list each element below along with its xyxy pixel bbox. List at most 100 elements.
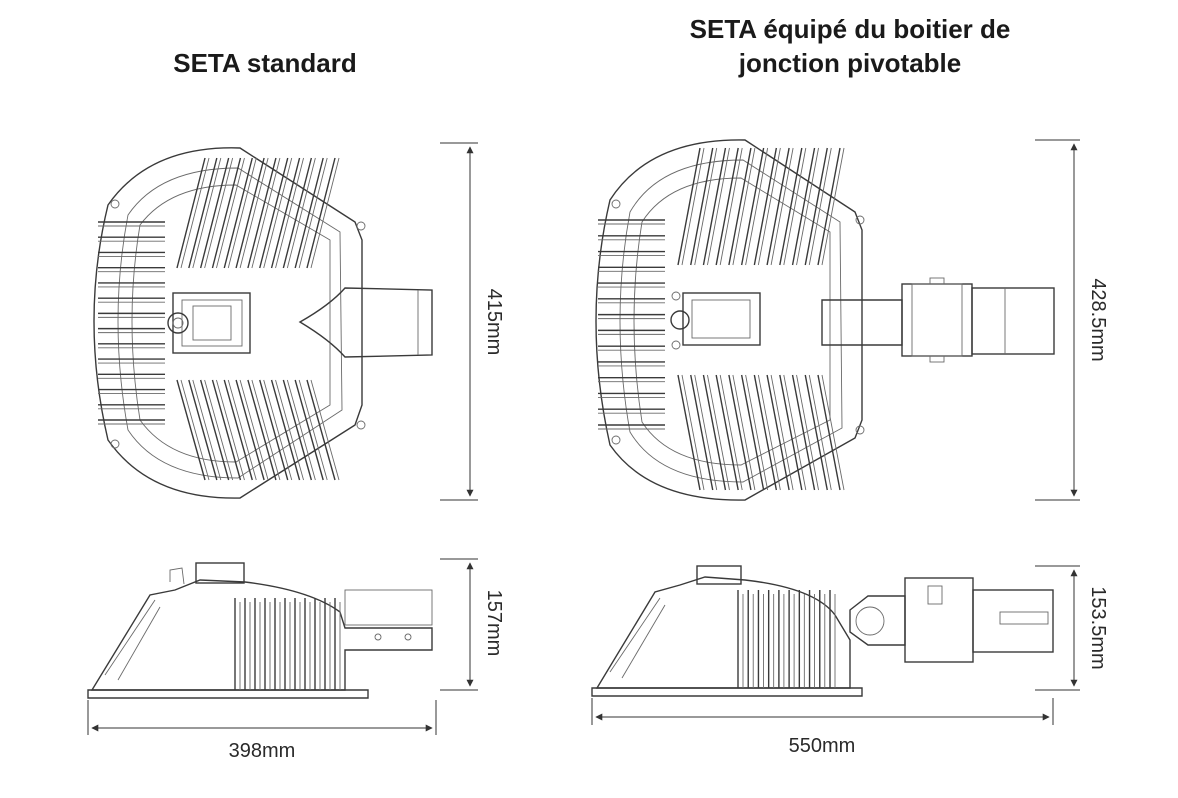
fin-blade: [728, 374, 752, 491]
fin-blade-edge: [310, 379, 340, 481]
fin-blade-edge: [745, 147, 769, 266]
fin-blade-edge: [694, 147, 718, 266]
heatsink-fins-left-pivot: [598, 219, 665, 430]
fin-blade-edge: [707, 374, 730, 491]
fin-blade: [728, 147, 752, 266]
luminaire-top-view-standard: [93, 147, 433, 499]
fin-blade: [740, 374, 765, 491]
title-seta-standard: SETA standard: [173, 48, 357, 78]
fin-blade-edge: [298, 379, 328, 481]
label-428-5mm: 428.5mm: [1087, 278, 1109, 361]
fin-blade: [306, 157, 336, 269]
fin-blade: [766, 374, 790, 491]
fin-blade-edge: [732, 147, 756, 266]
fin-blade-edge: [821, 147, 845, 266]
fin-blade: [804, 147, 828, 266]
fin-blade-edge: [180, 157, 210, 269]
fin-blade: [259, 379, 289, 481]
fin-blade-edge: [286, 379, 316, 481]
luminaire-side-view-pivot: [591, 565, 1054, 697]
heatsink-fins-lower-pivot: [677, 374, 845, 491]
fin-blade-edge: [707, 147, 730, 266]
fin-blade: [779, 147, 803, 266]
fin-blade: [223, 157, 253, 269]
luminaire-top-view-pivot: [595, 139, 1055, 501]
fin-blade: [753, 374, 778, 491]
fin-blade-edge: [808, 147, 832, 266]
fin-blade: [804, 374, 828, 491]
fin-blade-edge: [275, 157, 304, 269]
fin-blade: [235, 379, 265, 481]
fin-blade-edge: [757, 147, 781, 266]
fin-blade: [294, 379, 324, 481]
fin-blade: [282, 157, 313, 269]
fin-blade-edge: [310, 157, 340, 269]
fin-blade: [702, 374, 727, 491]
label-157mm: 157mm: [483, 590, 505, 657]
fin-blade: [715, 147, 739, 266]
dimension-left-height: 415mm: [440, 142, 505, 501]
heatsink-fins-left: [98, 221, 165, 425]
fin-blade: [223, 379, 253, 481]
fin-blade-edge: [263, 379, 293, 481]
fin-blade: [715, 374, 739, 491]
fin-blade-edge: [694, 374, 718, 491]
fin-blade: [677, 147, 701, 266]
fin-blade-edge: [783, 147, 807, 266]
side-fins-pivot: [737, 590, 836, 688]
fin-blade-edge: [286, 157, 316, 269]
fin-blade-edge: [204, 157, 234, 269]
fin-blade: [817, 147, 841, 266]
fin-blade-edge: [227, 379, 257, 481]
fin-blade: [270, 379, 301, 481]
fin-blade: [791, 374, 816, 491]
fin-blade: [817, 374, 841, 491]
fin-blade: [211, 379, 242, 481]
fin-blade: [199, 157, 230, 269]
fin-blade-edge: [298, 157, 328, 269]
fin-blade: [211, 157, 242, 269]
fin-blade: [270, 157, 301, 269]
fin-blade-edge: [681, 374, 705, 491]
fin-blade-edge: [251, 379, 281, 481]
fin-blade: [677, 374, 701, 491]
dimension-right-side-height: 153.5mm: [1035, 565, 1109, 691]
fin-blade-edge: [783, 374, 807, 491]
heatsink-fins-upper: [176, 157, 340, 269]
fin-blade-edge: [239, 157, 269, 269]
fin-blade-edge: [719, 374, 743, 491]
fin-blade: [791, 147, 816, 266]
fin-blade: [702, 147, 727, 266]
fin-blade-edge: [757, 374, 781, 491]
fin-blade-edge: [770, 374, 794, 491]
dimension-left-width: 398mm: [87, 700, 437, 762]
fin-blade-edge: [796, 147, 819, 266]
dimension-left-side-height: 157mm: [440, 558, 505, 691]
fin-blade: [282, 379, 313, 481]
fin-blade: [259, 157, 289, 269]
fin-blade-edge: [251, 157, 281, 269]
fin-blade: [188, 379, 218, 481]
fin-blade: [766, 147, 790, 266]
fin-blade-edge: [227, 157, 257, 269]
fin-blade-edge: [808, 374, 832, 491]
fin-blade: [306, 379, 336, 481]
fin-blade-edge: [204, 379, 234, 481]
fin-blade: [753, 147, 778, 266]
fin-blade: [294, 157, 324, 269]
fin-blade: [690, 374, 714, 491]
fin-blade-edge: [681, 147, 705, 266]
fin-blade-edge: [821, 374, 845, 491]
fin-blade: [176, 379, 206, 481]
fin-blade: [235, 157, 265, 269]
fin-blade-edge: [180, 379, 210, 481]
heatsink-fins-upper-pivot: [677, 147, 845, 266]
title-seta-pivot-line2: jonction pivotable: [738, 48, 962, 78]
heatsink-fins-lower: [176, 379, 340, 481]
fin-blade-edge: [745, 374, 769, 491]
side-fins-standard: [234, 598, 341, 690]
fin-blade-edge: [719, 147, 743, 266]
dimension-right-width: 550mm: [591, 698, 1054, 757]
fin-blade: [740, 147, 765, 266]
